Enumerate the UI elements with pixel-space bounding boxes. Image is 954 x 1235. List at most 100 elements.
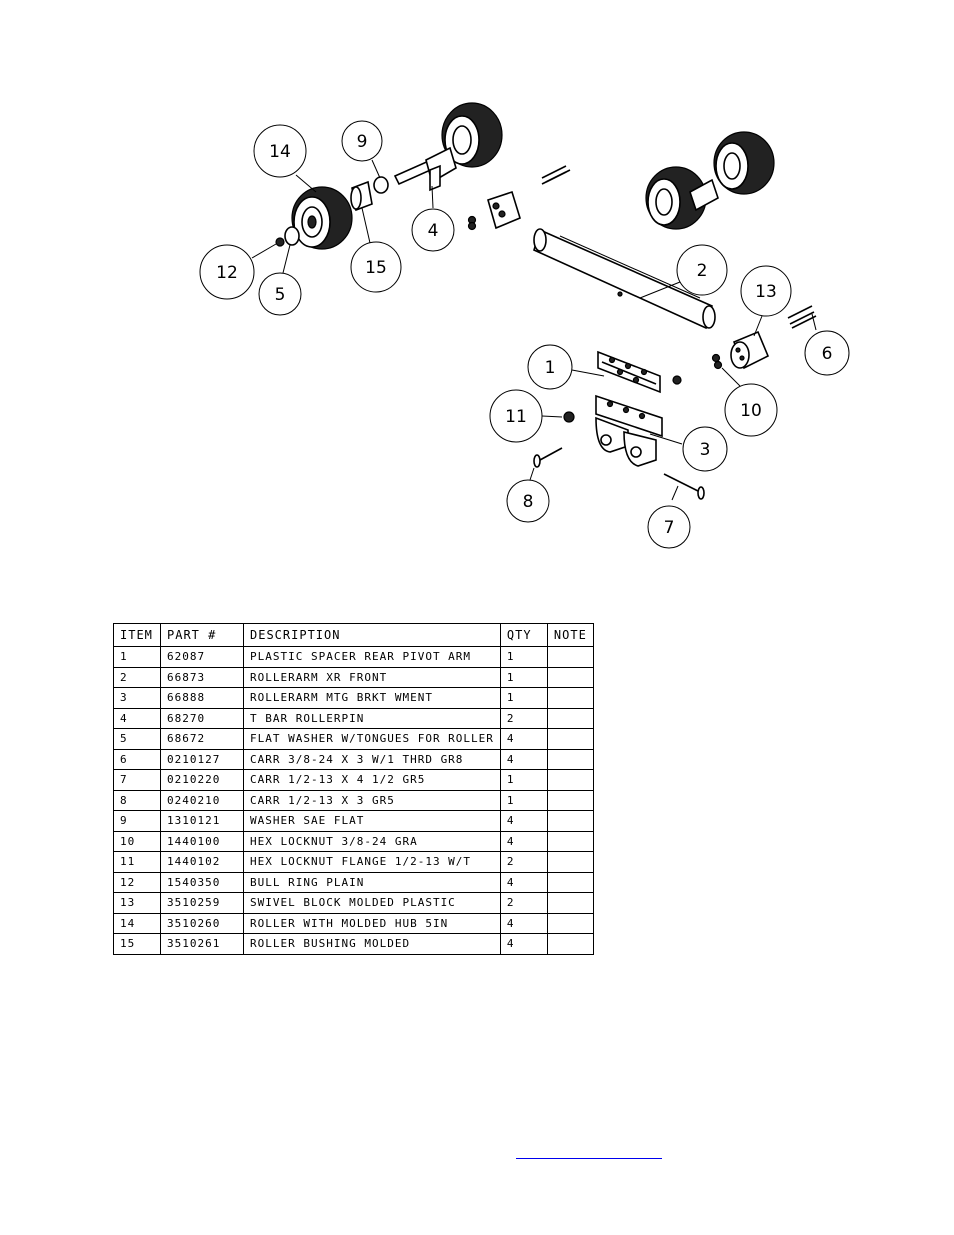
- cell-description: WASHER SAE FLAT: [243, 810, 501, 832]
- cell-part-number: 0210220: [160, 769, 244, 791]
- cell-part-number: 0240210: [160, 789, 244, 811]
- svg-text:2: 2: [697, 261, 708, 281]
- callout-3: 3: [682, 426, 728, 472]
- cell-part-number: 0210127: [160, 748, 244, 770]
- locknut-spacer: [672, 375, 682, 385]
- cell-qty: 4: [499, 830, 548, 852]
- svg-text:4: 4: [428, 221, 439, 241]
- cell-qty: 1: [499, 687, 548, 709]
- svg-text:11: 11: [505, 407, 527, 427]
- cell-qty: 2: [499, 892, 548, 914]
- cell-description: CARR 1/2-13 X 4 1/2 GR5: [243, 769, 501, 791]
- cell-qty: 1: [499, 666, 548, 688]
- cell-note: [546, 892, 594, 914]
- cell-item: 11: [113, 851, 161, 873]
- cell-part-number: 3510261: [160, 933, 244, 955]
- header-description: DESCRIPTION: [243, 623, 501, 647]
- cell-qty: 4: [499, 728, 548, 750]
- mounting-bracket: [595, 394, 663, 467]
- cell-qty: 1: [499, 646, 548, 668]
- cell-item: 2: [113, 666, 161, 688]
- cell-item: 12: [113, 871, 161, 893]
- cell-item: 3: [113, 687, 161, 709]
- cell-qty: 4: [499, 871, 548, 893]
- cell-description: HEX LOCKNUT 3/8-24 GRA: [243, 830, 501, 852]
- plastic-spacer: [597, 350, 661, 394]
- cell-item: 10: [113, 830, 161, 852]
- footer-link-underline[interactable]: [516, 1158, 662, 1159]
- locknut-flange: [563, 411, 575, 423]
- carriage-bolts-right: [787, 305, 817, 329]
- svg-text:6: 6: [822, 344, 833, 364]
- callout-6: 6: [804, 330, 850, 376]
- washer-sae: [373, 176, 389, 194]
- cell-description: ROLLER BUSHING MOLDED: [243, 933, 501, 955]
- cell-note: [546, 728, 594, 750]
- locknut-right-2: [713, 360, 723, 370]
- cell-item: 15: [113, 933, 161, 955]
- cell-item: 13: [113, 892, 161, 914]
- cell-note: [546, 933, 594, 955]
- cell-note: [546, 748, 594, 770]
- cell-description: CARR 3/8-24 X 3 W/1 THRD GR8: [243, 748, 501, 770]
- svg-text:3: 3: [700, 440, 711, 460]
- cell-part-number: 68672: [160, 728, 244, 750]
- callout-11: 11: [489, 389, 543, 443]
- leader-lines: [251, 159, 817, 501]
- cell-qty: 4: [499, 748, 548, 770]
- cell-note: [546, 687, 594, 709]
- cell-note: [546, 789, 594, 811]
- cell-description: FLAT WASHER W/TONGUES FOR ROLLER: [243, 728, 501, 750]
- cell-qty: 2: [499, 707, 548, 729]
- cell-note: [546, 830, 594, 852]
- cell-part-number: 3510259: [160, 892, 244, 914]
- callout-10: 10: [724, 383, 778, 437]
- cell-part-number: 1440100: [160, 830, 244, 852]
- callout-4: 4: [411, 208, 455, 252]
- cell-note: [546, 810, 594, 832]
- svg-text:5: 5: [275, 285, 286, 305]
- cell-item: 9: [113, 810, 161, 832]
- locknut-right: [711, 353, 721, 363]
- callout-14: 14: [253, 124, 307, 178]
- svg-text:9: 9: [357, 132, 368, 152]
- cell-item: 14: [113, 912, 161, 934]
- cell-part-number: 62087: [160, 646, 244, 668]
- cell-qty: 4: [499, 810, 548, 832]
- cell-description: HEX LOCKNUT FLANGE 1/2-13 W/T: [243, 851, 501, 873]
- cell-qty: 1: [499, 769, 548, 791]
- roller-bushing: [350, 180, 373, 212]
- locknut-top-2: [467, 221, 477, 231]
- cell-note: [546, 769, 594, 791]
- bull-ring-left: [275, 237, 285, 247]
- cell-description: ROLLERARM MTG BRKT WMENT: [243, 687, 501, 709]
- cell-description: PLASTIC SPACER REAR PIVOT ARM: [243, 646, 501, 668]
- cell-note: [546, 912, 594, 934]
- cell-item: 8: [113, 789, 161, 811]
- header-item: ITEM: [113, 623, 161, 647]
- cell-description: ROLLER WITH MOLDED HUB 5IN: [243, 912, 501, 934]
- cell-description: SWIVEL BLOCK MOLDED PLASTIC: [243, 892, 501, 914]
- cell-qty: 4: [499, 912, 548, 934]
- svg-text:1: 1: [545, 358, 556, 378]
- cell-part-number: 68270: [160, 707, 244, 729]
- exploded-parts-diagram: 14 9 4 12 5 15 2 13 6 1 10 11 3 8 7: [199, 102, 850, 549]
- carriage-bolt-4-5in: [663, 473, 705, 500]
- cell-item: 6: [113, 748, 161, 770]
- callout-13: 13: [740, 265, 792, 317]
- roller-left: [291, 186, 353, 250]
- cell-part-number: 1310121: [160, 810, 244, 832]
- cell-description: ROLLERARM XR FRONT: [243, 666, 501, 688]
